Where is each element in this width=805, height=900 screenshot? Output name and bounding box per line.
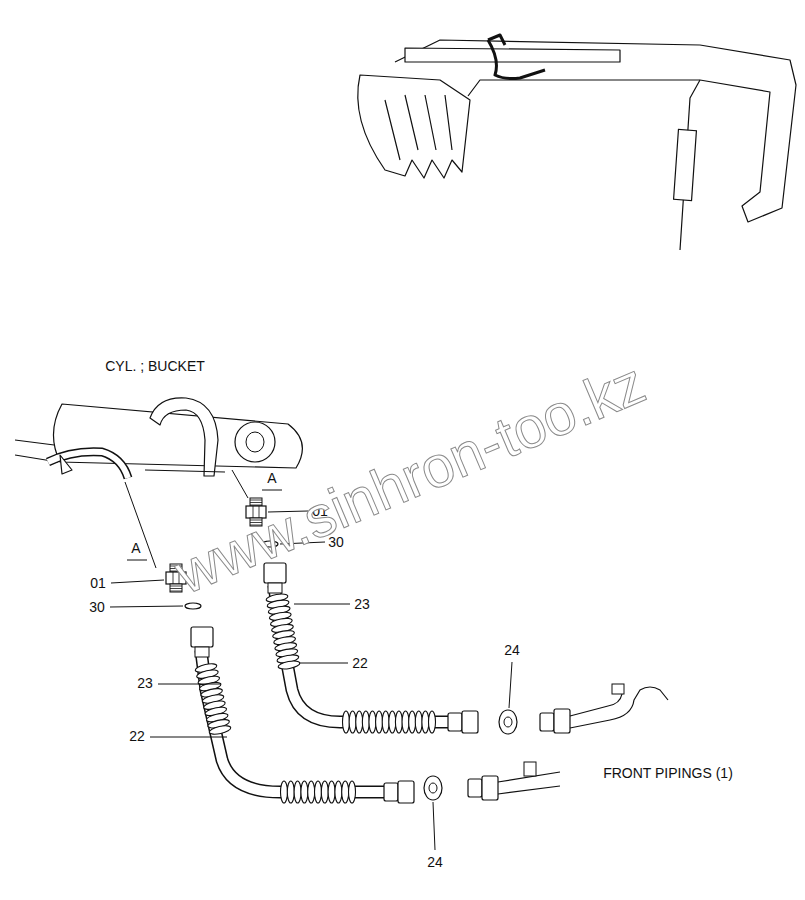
hose-inner — [201, 650, 388, 792]
spring-coil — [349, 711, 356, 733]
spring-coil — [281, 781, 288, 803]
callout-number: 22 — [352, 656, 368, 670]
pipe-clamp — [150, 398, 218, 476]
spring-coil — [278, 660, 301, 671]
part-caption: FRONT PIPINGS (1) — [603, 766, 733, 780]
hose-nut — [384, 783, 398, 801]
hose-highlight — [488, 35, 505, 45]
thread-line — [250, 502, 262, 503]
spring-coil — [308, 781, 315, 803]
leader-line — [111, 580, 164, 583]
clamp-base — [145, 470, 225, 472]
washer-hole — [429, 783, 437, 793]
hose-inner — [274, 585, 450, 722]
spring-coil — [335, 781, 342, 803]
bucket-cylinder-small — [405, 48, 620, 62]
washer — [499, 710, 517, 734]
bucket-ribs — [385, 95, 452, 160]
hose-clip — [60, 455, 72, 474]
spring-coil — [389, 711, 396, 733]
thread-line — [250, 500, 262, 501]
spring-coil — [301, 781, 308, 803]
port-line — [232, 470, 248, 498]
spring-coil — [356, 711, 363, 733]
thread-line — [250, 505, 262, 506]
callout-number: 22 — [129, 729, 145, 743]
port-line — [125, 482, 156, 568]
washer — [424, 776, 442, 800]
thread-line — [170, 588, 182, 589]
arm-cylinder — [674, 129, 697, 200]
hose-outline — [274, 585, 450, 722]
callout-number: 23 — [354, 597, 370, 611]
hose-highlight — [488, 40, 545, 79]
callout-number: 24 — [427, 855, 443, 869]
bracket-line — [127, 560, 147, 561]
callout-number: 01 — [90, 576, 106, 590]
spring-coil — [315, 781, 322, 803]
watermark: www.sinhron-too.kz — [167, 353, 653, 603]
leader-line — [433, 802, 435, 850]
pipe-tee — [612, 684, 624, 694]
spring-coil — [287, 781, 294, 803]
spring-coil — [402, 711, 409, 733]
hose-nut — [398, 781, 414, 803]
spring-coil — [395, 711, 402, 733]
spring-coil — [362, 711, 369, 733]
leader-line — [299, 663, 348, 664]
callout-number: A — [267, 471, 276, 485]
leader-line — [110, 606, 183, 607]
cylinder-hose — [48, 452, 128, 478]
spring-coil — [328, 781, 335, 803]
hose-ferrule — [268, 583, 282, 593]
thread-part — [250, 498, 262, 506]
leader-line — [509, 662, 512, 708]
callout-number: 30 — [89, 600, 105, 614]
spring-coil — [342, 781, 349, 803]
spring-coil — [409, 711, 416, 733]
thread-part — [170, 584, 182, 592]
callout-number: 23 — [137, 676, 153, 690]
cylinder-end-cap — [246, 432, 264, 452]
hose-outline — [201, 650, 388, 792]
spring-coil — [429, 711, 436, 733]
pipe-tee — [524, 762, 536, 776]
hose-nut — [462, 711, 478, 733]
callout-number: 24 — [504, 643, 520, 657]
o-ring — [185, 603, 201, 609]
spring-coil — [382, 711, 389, 733]
callout-number: A — [131, 541, 140, 555]
bucket-outline — [358, 75, 470, 178]
washer-hole — [504, 717, 512, 727]
hose-ferrule — [195, 647, 209, 657]
part-caption: CYL. ; BUCKET — [105, 359, 205, 373]
hose-nut — [540, 713, 554, 731]
spring-coil — [208, 724, 231, 736]
spring-coil — [349, 781, 356, 803]
cylinder-end-cap — [235, 422, 275, 462]
thread-line — [170, 586, 182, 587]
spring-coil — [321, 781, 328, 803]
thread-line — [170, 591, 182, 592]
cylinder-hose — [48, 452, 128, 478]
leader-line — [150, 737, 227, 738]
hose-nut — [191, 627, 213, 647]
hose-nut — [448, 713, 462, 731]
spring-coil — [376, 711, 383, 733]
cylinder-body — [53, 404, 302, 468]
leader-line — [294, 604, 350, 605]
hex-face — [173, 572, 174, 584]
hose-nut — [554, 709, 570, 733]
spring-coil — [369, 711, 376, 733]
bracket-line — [262, 490, 282, 491]
spring-coil — [343, 711, 350, 733]
spring-coil — [294, 781, 301, 803]
spring-coil — [422, 711, 429, 733]
spring-coil — [415, 711, 422, 733]
hose-nut — [468, 779, 482, 797]
leader-line — [158, 684, 221, 685]
hose-nut — [482, 776, 498, 800]
